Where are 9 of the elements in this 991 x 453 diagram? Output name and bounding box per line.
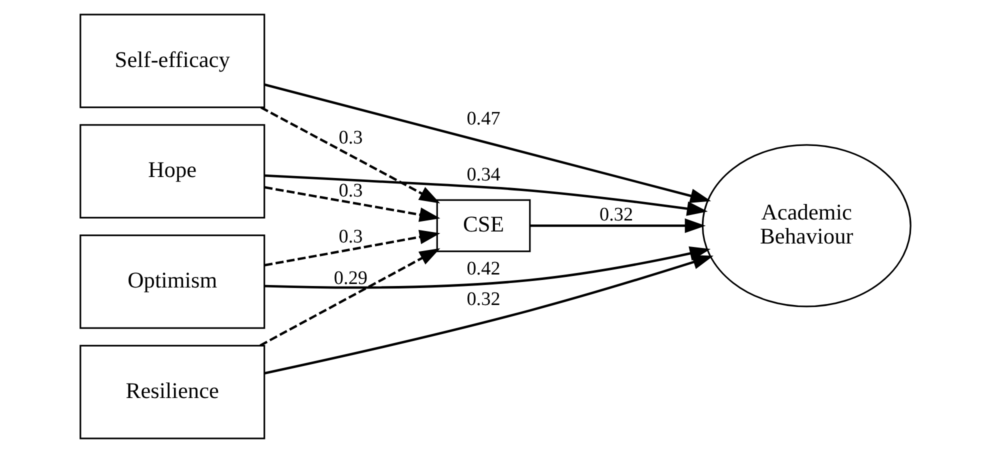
edge-label: 0.3: [338, 180, 363, 202]
edge-label: 0.32: [466, 289, 500, 310]
edge-label: 0.42: [466, 258, 500, 280]
edge-label: 0.34: [466, 164, 500, 186]
edge-label: 0.32: [599, 204, 634, 226]
edge-label: 0.3: [338, 226, 363, 248]
edge-label: 0.29: [334, 268, 368, 290]
edge-label: 0.3: [338, 127, 363, 148]
edge-label: 0.47: [466, 108, 500, 130]
